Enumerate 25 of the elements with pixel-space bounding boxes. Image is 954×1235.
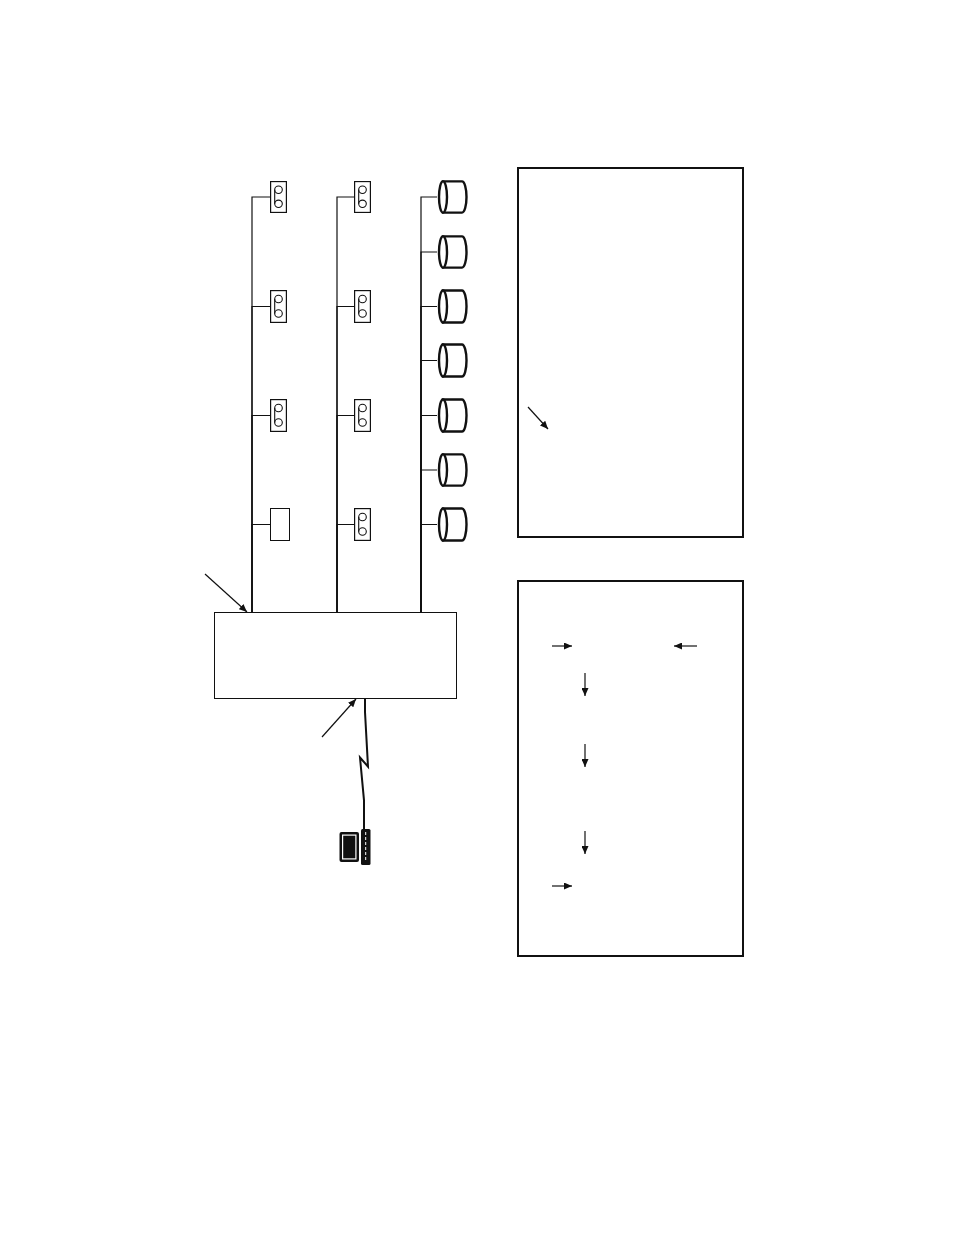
- panel-box: [517, 580, 744, 957]
- disk-drive-cylinder: [437, 343, 468, 378]
- computer-icon: [339, 829, 371, 865]
- disk-drive-cylinder: [437, 289, 468, 324]
- leader-arrow: [204, 573, 248, 613]
- tape-drive-icon: [354, 181, 371, 213]
- bus-line: [336, 523, 355, 613]
- disk-drive-cylinder: [437, 398, 468, 433]
- leader-arrow: [321, 698, 357, 738]
- tape-drive-icon: [354, 399, 371, 432]
- device-box: [270, 508, 290, 541]
- bus-line: [420, 523, 438, 613]
- tape-drive-icon: [270, 290, 287, 323]
- disk-drive-cylinder: [437, 507, 468, 542]
- disk-drive-cylinder: [437, 180, 468, 214]
- wireless-link: [358, 698, 370, 830]
- bus-line: [251, 523, 271, 613]
- central-unit-box: [214, 612, 457, 699]
- disk-drive-cylinder: [437, 453, 468, 487]
- tape-drive-icon: [354, 508, 371, 541]
- panel-box: [517, 167, 744, 538]
- disk-drive-cylinder: [437, 235, 468, 269]
- tape-drive-icon: [354, 290, 371, 323]
- tape-drive-icon: [270, 399, 287, 432]
- tape-drive-icon: [270, 181, 287, 213]
